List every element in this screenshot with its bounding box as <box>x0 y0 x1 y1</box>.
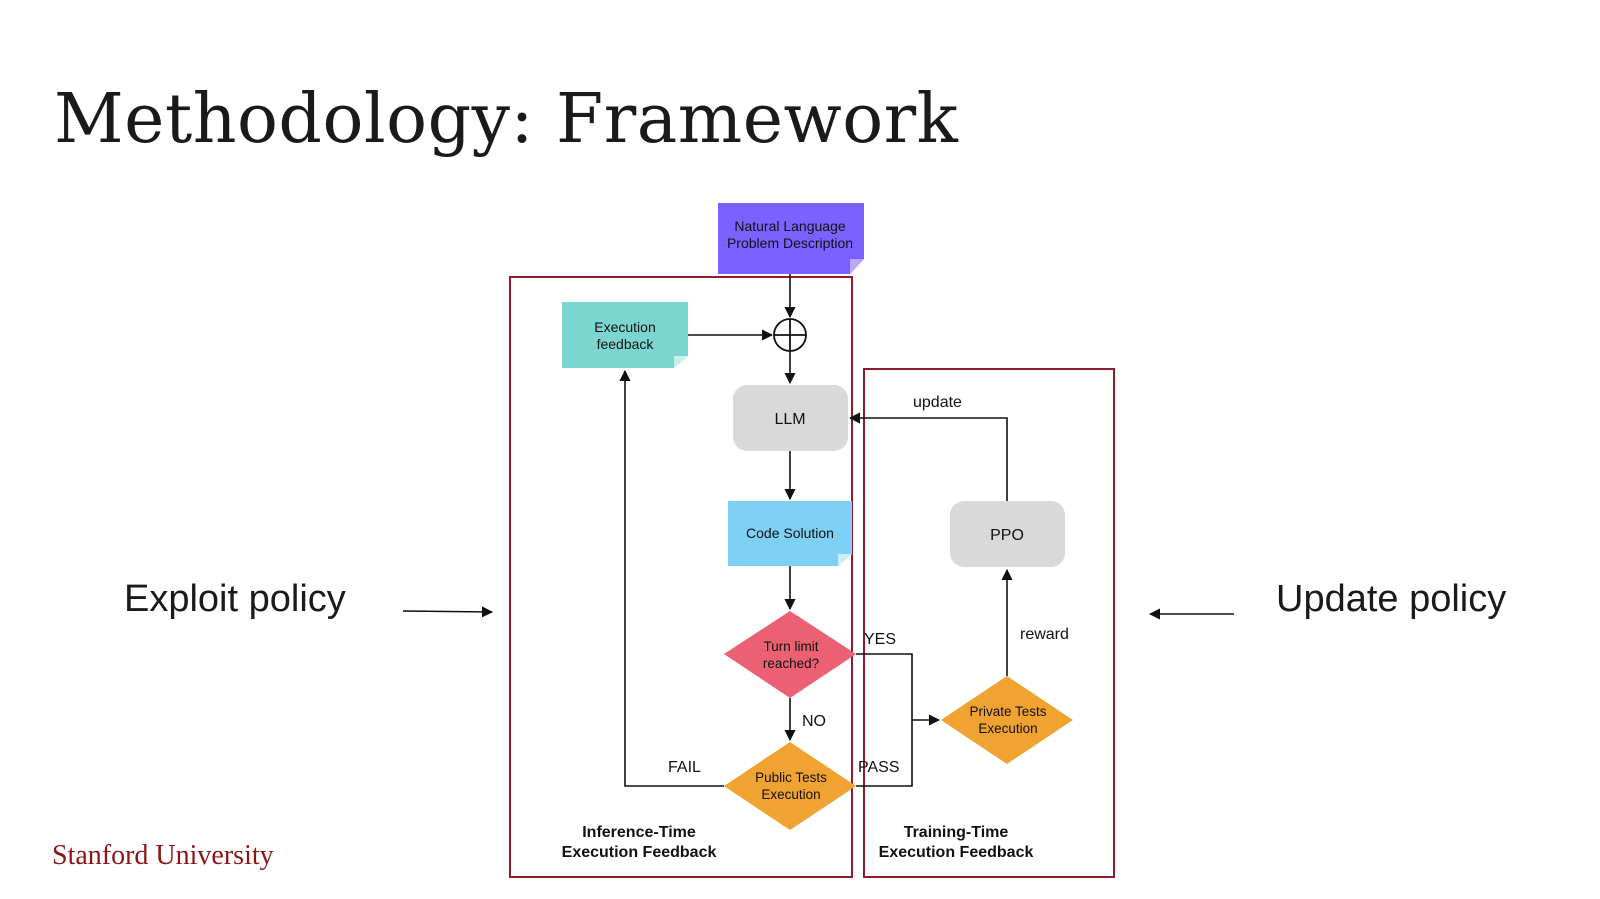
ppo-label: PPO <box>990 527 1024 544</box>
combine-node <box>773 318 807 352</box>
feedback-line-1: Execution <box>594 319 655 335</box>
slide-title: Methodology: Framework <box>54 80 959 159</box>
execution-feedback-node: Execution feedback <box>562 302 688 368</box>
pass-edge-label: PASS <box>858 759 900 776</box>
public-line-2: Execution <box>761 787 820 802</box>
private-line-2: Execution <box>978 721 1037 736</box>
code-solution-node: Code Solution <box>728 501 852 566</box>
update-edge-label: update <box>913 394 962 411</box>
update-policy-label: Update policy <box>1276 578 1507 620</box>
training-caption-2: Execution Feedback <box>879 844 1034 861</box>
problem-line-1: Natural Language <box>734 218 846 234</box>
turn-line-1: Turn limit <box>763 639 818 654</box>
no-edge-label: NO <box>802 713 826 730</box>
public-tests-node: Public Tests Execution <box>724 742 856 830</box>
turn-limit-node: Turn limit reached? <box>724 611 856 698</box>
inference-frame <box>509 276 853 878</box>
private-tests-node: Private Tests Execution <box>941 676 1073 764</box>
problem-line-2: Problem Description <box>727 235 853 251</box>
problem-description-node: Natural Language Problem Description <box>718 203 864 274</box>
inference-caption-1: Inference-Time <box>582 824 696 841</box>
inference-caption-2: Execution Feedback <box>562 844 717 861</box>
code-solution-label: Code Solution <box>746 525 834 541</box>
exploit-policy-label: Exploit policy <box>124 578 346 620</box>
feedback-line-2: feedback <box>597 336 655 352</box>
llm-label: LLM <box>774 411 805 428</box>
connectors <box>619 274 1013 787</box>
public-line-1: Public Tests <box>755 770 827 785</box>
footer-institution: Stanford University <box>52 840 274 871</box>
llm-node: LLM <box>733 385 848 451</box>
yes-edge-label: YES <box>864 631 896 648</box>
training-caption-1: Training-Time <box>904 824 1009 841</box>
turn-line-2: reached? <box>763 656 819 671</box>
training-frame <box>863 368 1115 878</box>
reward-edge-label: reward <box>1020 626 1069 643</box>
exploit-arrow <box>402 606 494 618</box>
ppo-node: PPO <box>950 501 1065 567</box>
private-line-1: Private Tests <box>969 704 1046 719</box>
fail-edge-label: FAIL <box>668 759 701 776</box>
